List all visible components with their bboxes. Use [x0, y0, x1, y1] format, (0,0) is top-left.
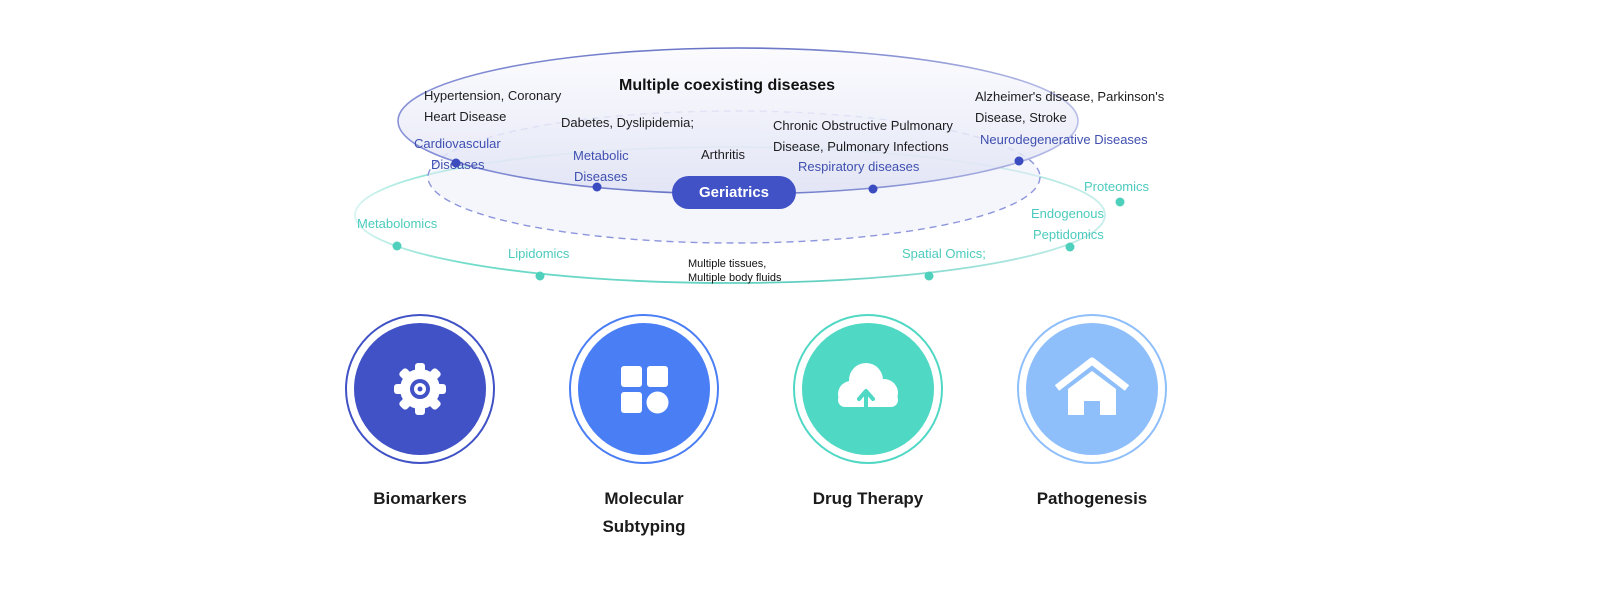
molecular-subtyping-ring — [569, 314, 719, 464]
peptidomics-label-line2: Peptidomics — [1033, 227, 1104, 242]
peptidomics-label-line1: Endogenous — [1031, 206, 1105, 221]
pathogenesis-caption-line1: Pathogenesis — [1036, 489, 1148, 508]
spatial-dot — [924, 271, 934, 281]
neuro-examples-line1: Alzheimer's disease, Parkinson's — [975, 89, 1165, 104]
drug-therapy-badge — [793, 314, 943, 464]
grid-icon — [621, 366, 669, 414]
pathogenesis-badge — [1017, 314, 1167, 464]
gear-icon — [394, 363, 446, 415]
neuro-examples-line2: Disease, Stroke — [975, 110, 1067, 125]
diagram-title: Multiple coexisting diseases — [619, 77, 836, 94]
biomarkers-caption-line1: Biomarkers — [373, 489, 467, 508]
neuro-label: Neurodegenerative Diseases — [980, 132, 1148, 147]
lipidomics-dot — [535, 271, 545, 281]
pathogenesis-ring — [1017, 314, 1167, 464]
cardiovascular-label-line2: Diseases — [431, 157, 485, 172]
biomarkers-badge — [345, 314, 495, 464]
metabolic-label-line1: Metabolic — [573, 148, 629, 163]
molecular-subtyping-caption-line2: Subtyping — [602, 517, 686, 536]
metabolic-label-line2: Diseases — [574, 169, 628, 184]
arthritis-label: Arthritis — [701, 147, 746, 162]
biomarkers-ring — [345, 314, 495, 464]
lipidomics-label: Lipidomics — [508, 246, 570, 261]
metabolomics-label: Metabolomics — [357, 216, 438, 231]
cardiovascular-label-line1: Cardiovascular — [414, 136, 501, 151]
peptidomics-dot — [1065, 242, 1075, 252]
home-icon — [1054, 357, 1130, 415]
sample-note-line2: Multiple body fluids — [688, 272, 782, 284]
spatial-omics-label: Spatial Omics; — [902, 246, 986, 261]
cardiovascular-dot — [451, 158, 461, 168]
molecular-subtyping-badge — [569, 314, 719, 464]
cardiovascular-examples-line2: Heart Disease — [424, 109, 507, 124]
cardiovascular-examples-line1: Hypertension, Coronary — [424, 88, 562, 103]
neuro-dot — [1014, 156, 1024, 166]
metabolic-dot — [592, 182, 602, 192]
cloud-upload-icon — [838, 363, 898, 409]
drug-therapy-caption: Drug Therapy — [768, 485, 968, 513]
metabolomics-dot — [392, 241, 402, 251]
respiratory-label: Respiratory diseases — [798, 159, 920, 174]
proteomics-dot — [1115, 197, 1125, 207]
respiratory-examples-line2: Disease, Pulmonary Infections — [773, 139, 949, 154]
biomarkers-caption: Biomarkers — [320, 485, 520, 513]
molecular-subtyping-caption-line1: Molecular — [604, 489, 684, 508]
respiratory-examples-line1: Chronic Obstructive Pulmonary — [773, 118, 953, 133]
molecular-subtyping-caption: Molecular Subtyping — [544, 485, 744, 541]
drug-therapy-caption-line1: Drug Therapy — [812, 489, 924, 508]
drug-therapy-ring — [793, 314, 943, 464]
geriatrics-pill: Geriatrics — [672, 176, 796, 209]
sample-note-line1: Multiple tissues, — [688, 258, 767, 270]
proteomics-label: Proteomics — [1084, 179, 1150, 194]
molecular-subtyping-fill — [578, 323, 710, 455]
respiratory-dot — [868, 184, 878, 194]
metabolic-examples: Dabetes, Dyslipidemia; — [561, 115, 694, 130]
pathogenesis-caption: Pathogenesis — [992, 485, 1192, 513]
